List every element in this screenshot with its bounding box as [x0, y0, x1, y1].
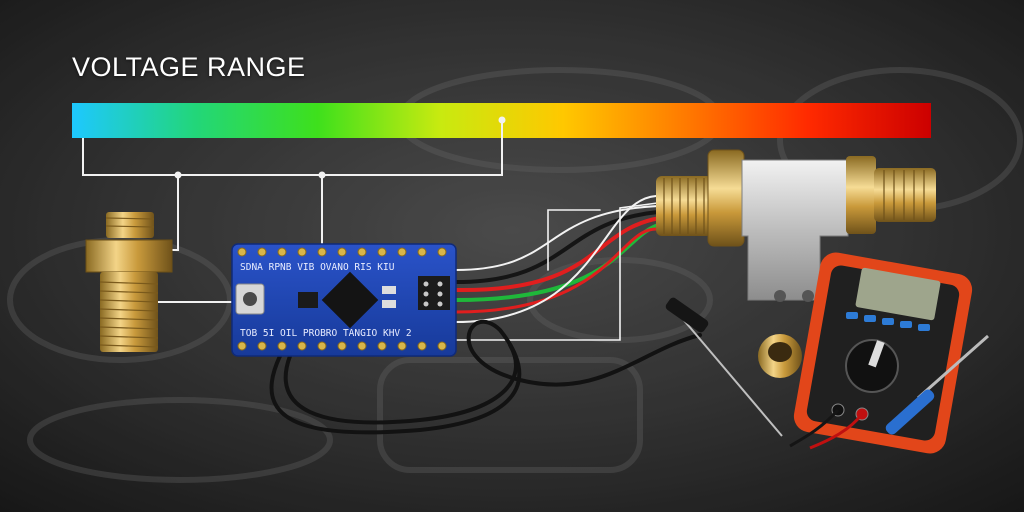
board-silk-bottom: TOB 5I OIL PROBRO TANGIO KHV 2 [240, 328, 412, 339]
test-probe [665, 297, 783, 437]
probe-cable [269, 319, 702, 435]
multimeter [789, 252, 973, 454]
page-title: VOLTAGE RANGE [72, 52, 306, 82]
multimeter-display [855, 267, 941, 321]
screwdriver [885, 334, 989, 435]
pressure-sensor [656, 149, 936, 302]
arduino-board: SDNA RPNB VIB OVANO RIS KIU TOB 5I OIL P… [231, 243, 457, 357]
sensor-wires [454, 195, 681, 341]
leader-dots [174, 116, 506, 179]
board-silk-top: SDNA RPNB VIB OVANO RIS KIU [240, 262, 395, 273]
brass-fitting [85, 212, 173, 352]
pin-header [418, 276, 450, 310]
brass-washer [758, 334, 802, 378]
